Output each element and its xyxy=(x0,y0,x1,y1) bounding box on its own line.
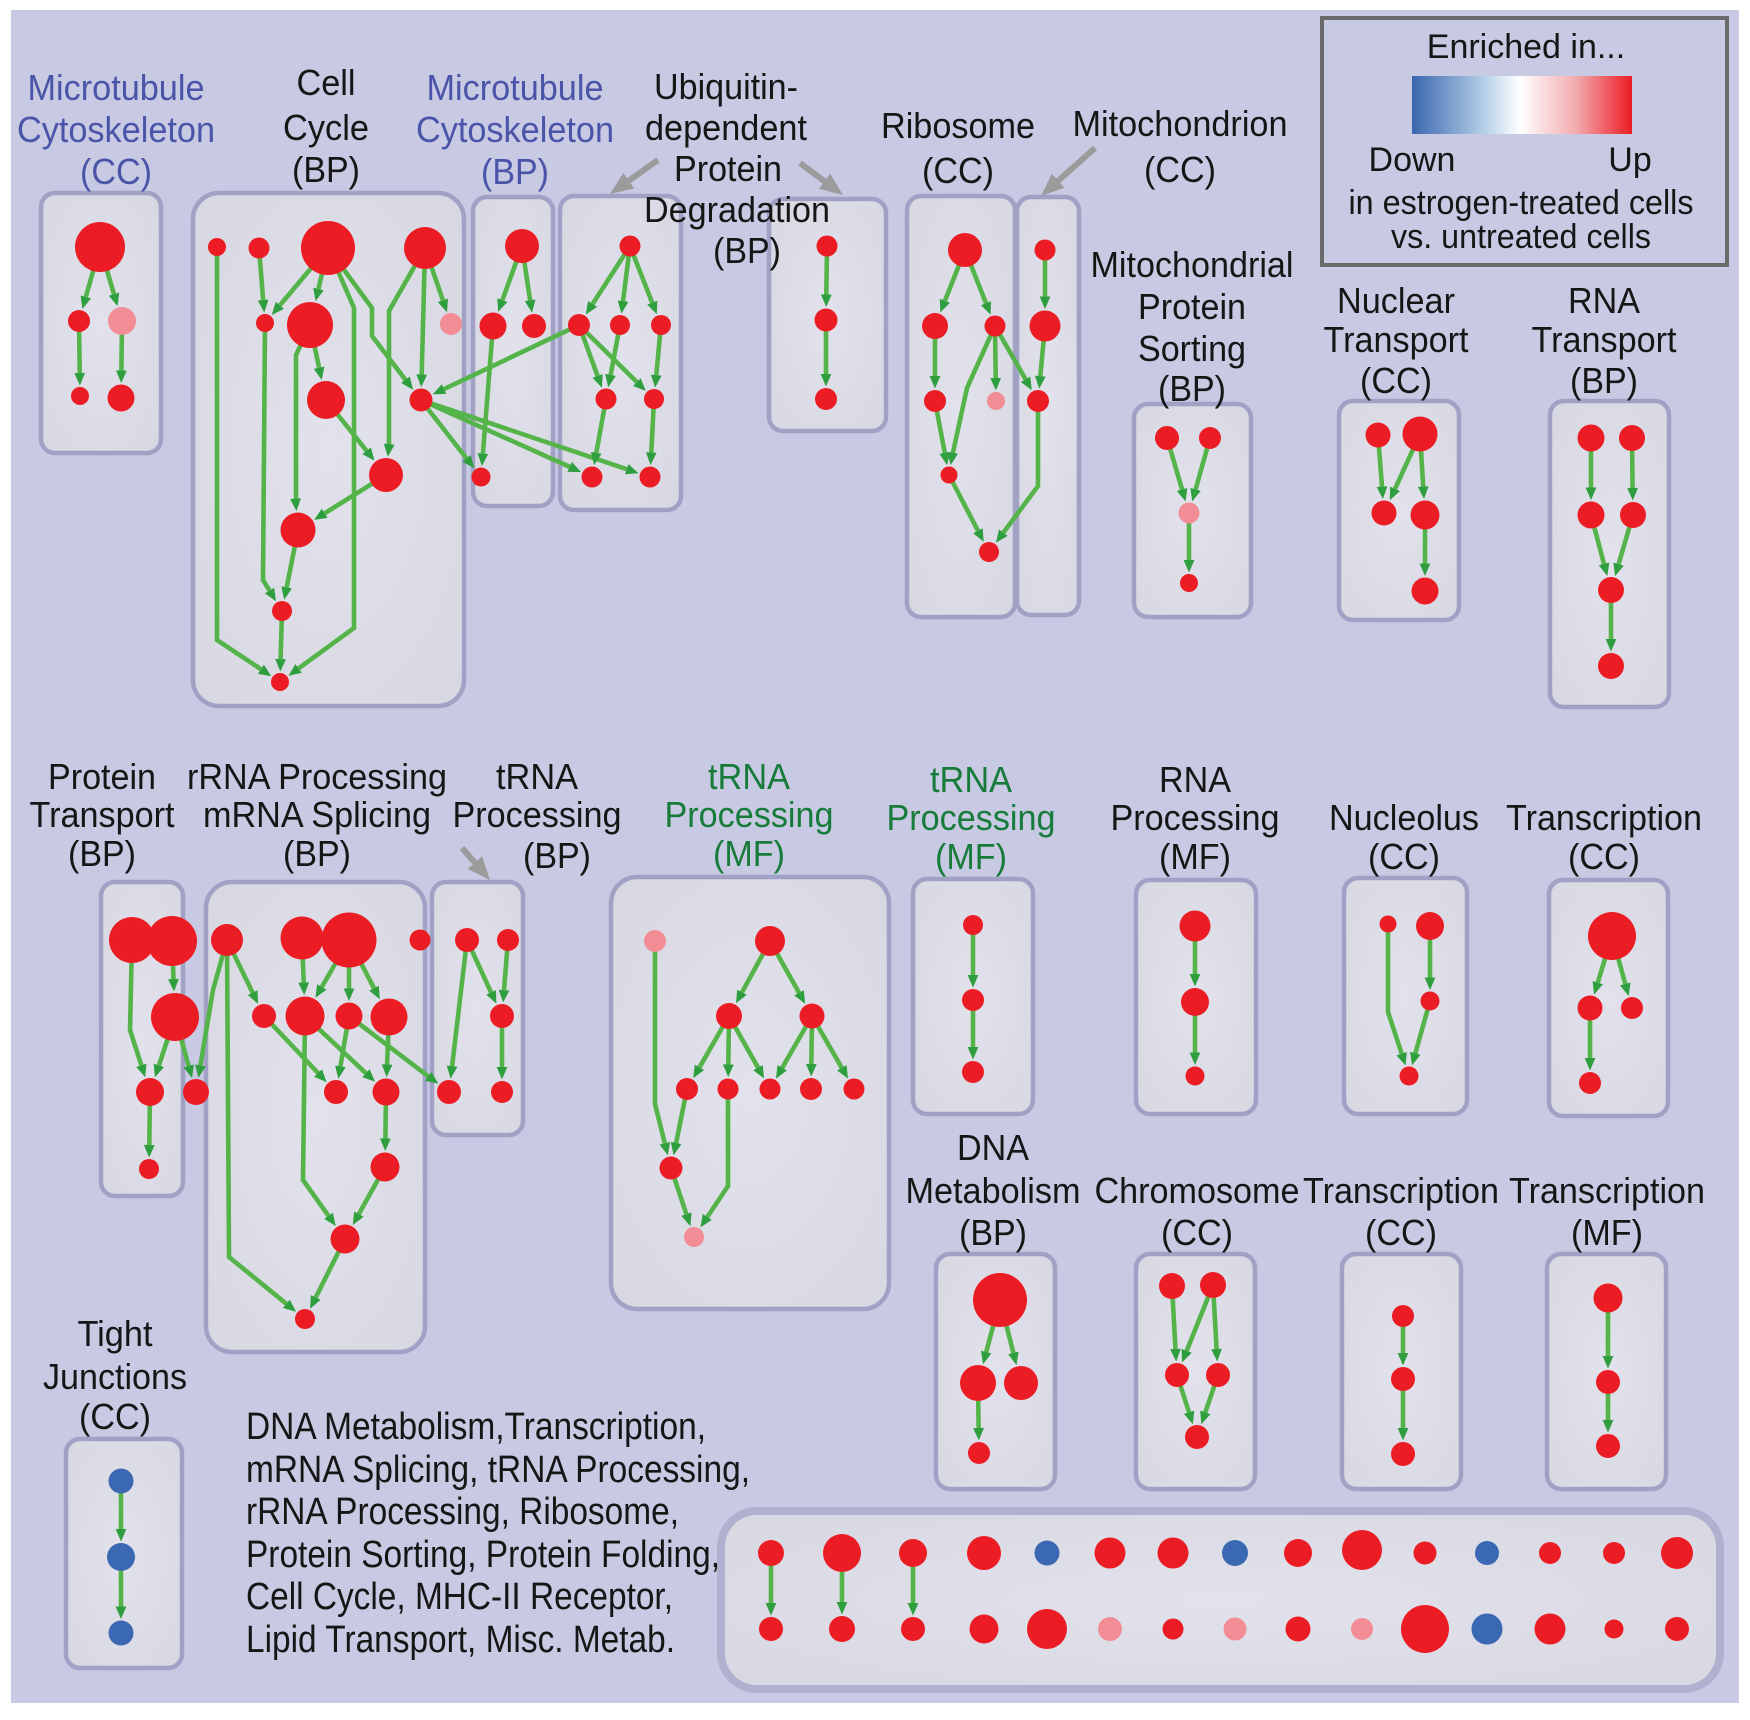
svg-text:Transport: Transport xyxy=(1324,319,1469,360)
svg-text:mRNA Splicing, tRNA Processing: mRNA Splicing, tRNA Processing, xyxy=(246,1449,750,1491)
svg-text:Microtubule: Microtubule xyxy=(427,67,604,108)
svg-text:Protein Sorting, Protein Foldi: Protein Sorting, Protein Folding, xyxy=(246,1534,720,1576)
svg-text:Transport: Transport xyxy=(1532,319,1677,360)
svg-text:(BP): (BP) xyxy=(283,833,351,874)
svg-text:Tight: Tight xyxy=(78,1313,153,1354)
svg-text:Sorting: Sorting xyxy=(1138,328,1246,369)
svg-text:in estrogen-treated cells: in estrogen-treated cells xyxy=(1349,184,1694,222)
svg-text:RNA: RNA xyxy=(1159,759,1231,800)
svg-text:Transcription: Transcription xyxy=(1506,797,1702,838)
svg-text:Mitochondrial: Mitochondrial xyxy=(1091,244,1294,285)
svg-text:(CC): (CC) xyxy=(1144,149,1216,190)
svg-text:Cycle: Cycle xyxy=(283,107,369,148)
svg-text:Cell Cycle, MHC-II Receptor,: Cell Cycle, MHC-II Receptor, xyxy=(246,1576,673,1618)
svg-text:(BP): (BP) xyxy=(68,833,136,874)
svg-text:(CC): (CC) xyxy=(1161,1212,1233,1253)
svg-text:Chromosome: Chromosome xyxy=(1095,1170,1300,1211)
svg-text:Transcription: Transcription xyxy=(1303,1170,1499,1211)
svg-text:mRNA Splicing: mRNA Splicing xyxy=(203,794,431,835)
svg-text:Ribosome: Ribosome xyxy=(881,105,1035,146)
svg-text:(BP): (BP) xyxy=(1158,368,1226,409)
svg-text:Down: Down xyxy=(1369,141,1456,179)
svg-text:dependent: dependent xyxy=(645,107,807,148)
svg-text:Microtubule: Microtubule xyxy=(28,67,205,108)
svg-text:DNA Metabolism,Transcription,: DNA Metabolism,Transcription, xyxy=(246,1406,706,1448)
svg-text:Up: Up xyxy=(1608,141,1651,179)
svg-text:(CC): (CC) xyxy=(80,151,152,192)
svg-text:Cytoskeleton: Cytoskeleton xyxy=(17,109,215,150)
svg-text:(BP): (BP) xyxy=(292,149,360,190)
svg-text:(MF): (MF) xyxy=(935,836,1007,877)
svg-text:rRNA Processing, Ribosome,: rRNA Processing, Ribosome, xyxy=(246,1491,679,1533)
svg-text:Processing: Processing xyxy=(1111,797,1280,838)
svg-text:(MF): (MF) xyxy=(713,833,785,874)
svg-text:(BP): (BP) xyxy=(1570,360,1638,401)
svg-text:Processing: Processing xyxy=(453,794,622,835)
svg-text:(CC): (CC) xyxy=(1568,836,1640,877)
svg-text:Protein: Protein xyxy=(48,756,156,797)
svg-text:Cytoskeleton: Cytoskeleton xyxy=(416,109,614,150)
svg-text:Transport: Transport xyxy=(30,794,175,835)
svg-text:Nucleolus: Nucleolus xyxy=(1329,797,1479,838)
svg-text:Protein: Protein xyxy=(674,148,782,189)
svg-text:Lipid Transport, Misc. Metab.: Lipid Transport, Misc. Metab. xyxy=(246,1619,675,1661)
svg-text:(BP): (BP) xyxy=(959,1212,1027,1253)
svg-text:(BP): (BP) xyxy=(523,835,591,876)
svg-text:Cell: Cell xyxy=(297,62,356,103)
svg-text:vs. untreated cells: vs. untreated cells xyxy=(1391,218,1651,256)
svg-text:(CC): (CC) xyxy=(1368,836,1440,877)
svg-text:Junctions: Junctions xyxy=(43,1356,187,1397)
svg-text:(CC): (CC) xyxy=(79,1396,151,1437)
svg-text:RNA: RNA xyxy=(1568,280,1640,321)
svg-text:tRNA: tRNA xyxy=(930,759,1012,800)
svg-text:(MF): (MF) xyxy=(1159,836,1231,877)
svg-text:(MF): (MF) xyxy=(1571,1212,1643,1253)
svg-text:(BP): (BP) xyxy=(481,151,549,192)
svg-text:(CC): (CC) xyxy=(1360,360,1432,401)
svg-text:(CC): (CC) xyxy=(1365,1212,1437,1253)
svg-text:DNA: DNA xyxy=(957,1127,1029,1168)
svg-text:Metabolism: Metabolism xyxy=(906,1170,1081,1211)
svg-text:Ubiquitin-: Ubiquitin- xyxy=(654,66,798,107)
svg-text:tRNA: tRNA xyxy=(708,756,790,797)
svg-text:Nuclear: Nuclear xyxy=(1337,280,1455,321)
svg-text:Processing: Processing xyxy=(887,797,1056,838)
svg-text:tRNA: tRNA xyxy=(496,756,578,797)
svg-text:Protein: Protein xyxy=(1138,286,1246,327)
svg-text:Degradation: Degradation xyxy=(644,189,830,230)
svg-text:rRNA Processing: rRNA Processing xyxy=(187,756,447,797)
svg-text:Transcription: Transcription xyxy=(1509,1170,1705,1211)
svg-text:Processing: Processing xyxy=(665,794,834,835)
svg-text:Enriched in...: Enriched in... xyxy=(1427,28,1625,66)
svg-text:Mitochondrion: Mitochondrion xyxy=(1073,103,1288,144)
svg-text:(CC): (CC) xyxy=(922,150,994,191)
svg-text:(BP): (BP) xyxy=(713,230,781,271)
